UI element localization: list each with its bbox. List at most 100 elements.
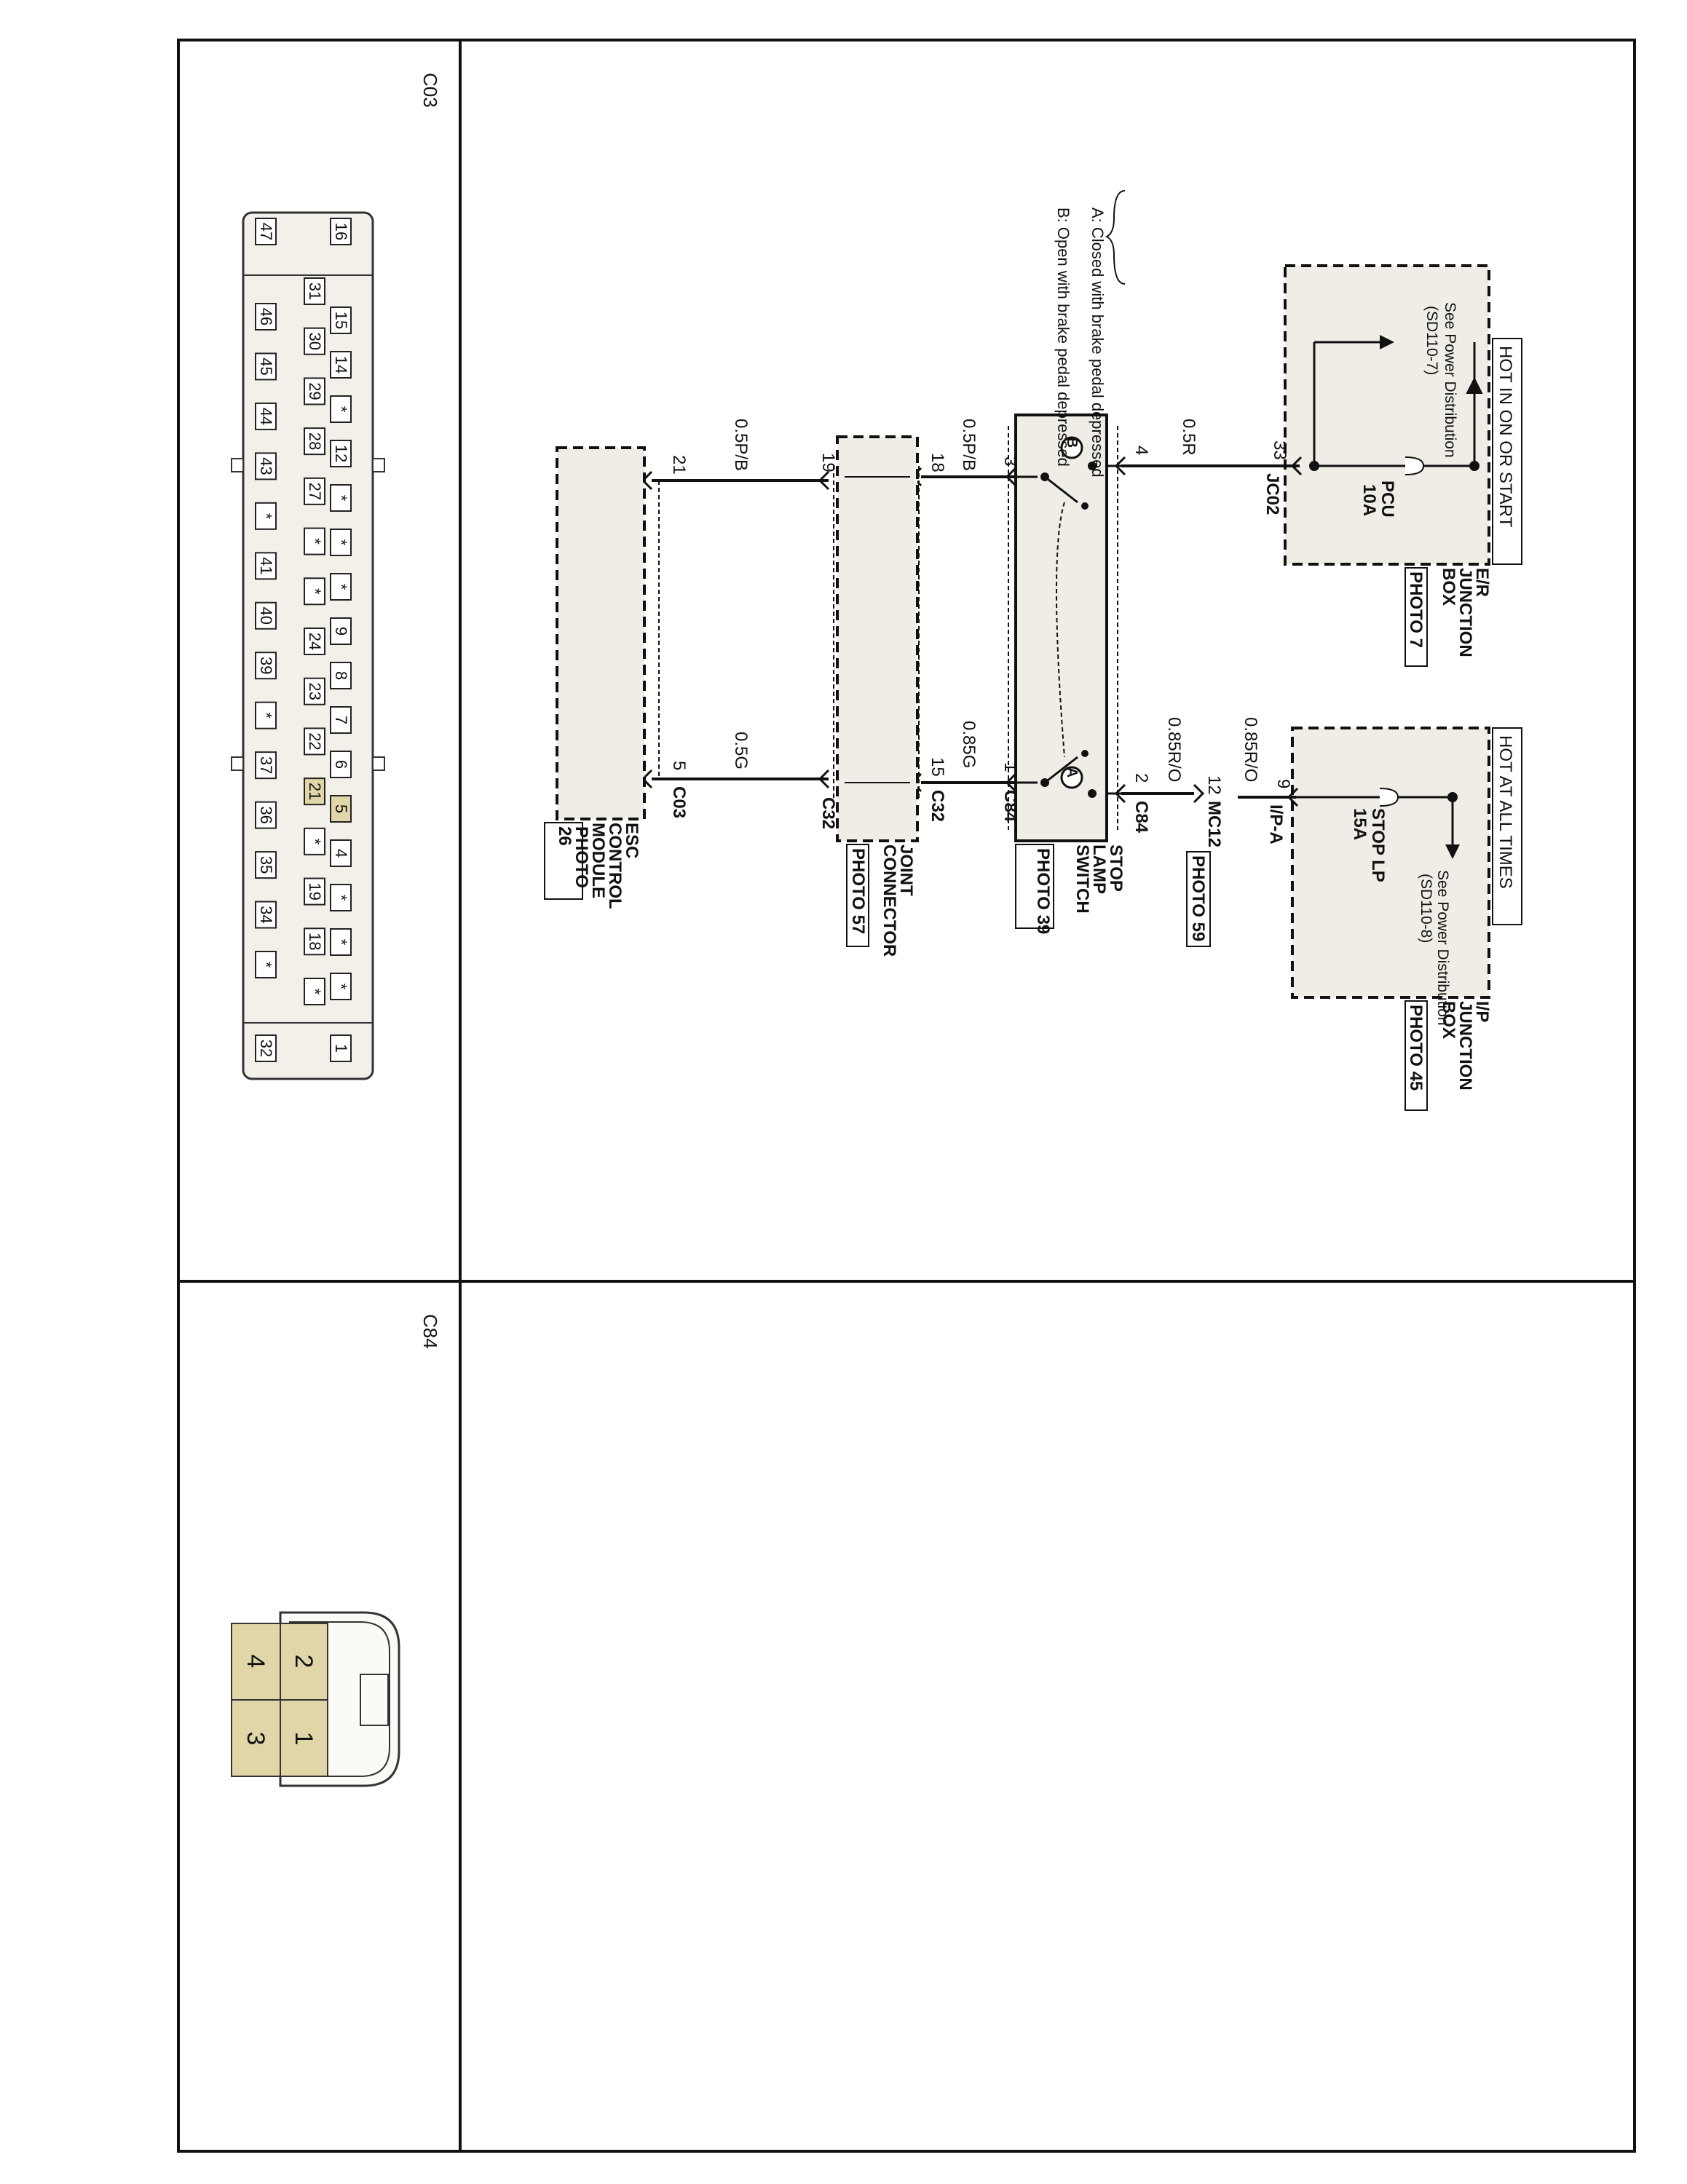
c03-pin-cell <box>330 839 352 867</box>
pin-21: 21 <box>669 455 689 475</box>
wire-right-branch <box>641 769 1299 807</box>
c03-pin-cell <box>255 1034 277 1062</box>
c03-pin-cell <box>304 477 325 505</box>
hot-all-times-label: HOT AT ALL TIMES <box>1496 735 1515 889</box>
c03-pin-label: 5 <box>332 804 350 813</box>
c03-pin-label: 34 <box>257 906 275 923</box>
c03-pin-label: 31 <box>306 282 324 300</box>
c03-pin-label: * <box>332 895 350 901</box>
c03-pin-cell <box>304 327 325 355</box>
er-photo: PHOTO 7 <box>1406 571 1426 648</box>
c03-pin-cell <box>304 778 325 806</box>
pin-15: 15 <box>928 757 947 777</box>
esc-photo-1: PHOTO <box>572 826 591 888</box>
c03-pin-label: 23 <box>306 682 324 700</box>
c03-pin-cell <box>330 973 352 1000</box>
c03-pin-label: * <box>332 539 350 546</box>
er-fuse-amp: 10A <box>1359 484 1379 516</box>
c03-pin-label: 15 <box>332 312 350 329</box>
c03-pin-label: 28 <box>306 432 324 450</box>
c03-pin-cell <box>330 662 352 689</box>
c03-pin-cell <box>330 706 352 734</box>
c03-pin-label: 16 <box>332 223 350 240</box>
c84-pin-1-cell <box>280 1699 328 1777</box>
c03-pin-cell <box>304 727 325 756</box>
ip-junction-box: HOT AT ALL TIMES See Power Distribution … <box>1291 727 1522 1111</box>
outer-frame <box>177 39 1636 2153</box>
ip-fuse-amp: 15A <box>1350 808 1370 840</box>
c03-pin-cell <box>304 978 325 1005</box>
c84-pin-3-cell <box>231 1699 281 1777</box>
svg-text:A: A <box>1064 767 1080 778</box>
switch-name-3: SWITCH <box>1072 844 1092 914</box>
c03-pin-label: 45 <box>257 357 275 375</box>
c03-pin-cell <box>255 751 277 780</box>
c03-pin-label: * <box>306 989 324 995</box>
c03-pin-label: * <box>332 584 350 590</box>
c03-pin-cell <box>255 701 277 729</box>
c03-pin-label: 8 <box>332 671 350 680</box>
c03-pin-label: 6 <box>332 760 350 769</box>
c03-pin-cell <box>330 440 352 467</box>
c03-pin-label: 40 <box>257 607 275 625</box>
c84-pin-4: 4 <box>242 1655 269 1669</box>
pin-4: 4 <box>1131 446 1151 455</box>
c03-pin-cell <box>255 452 277 480</box>
pin-5: 5 <box>669 761 689 770</box>
pin-19: 19 <box>818 453 838 472</box>
pin-2: 2 <box>1131 773 1151 783</box>
esc-control-module: ESC CONTROL MODULE PHOTO 26 <box>544 446 660 909</box>
conn-c32-b: C32 <box>818 797 838 829</box>
c03-pin-cell <box>255 303 277 331</box>
c03-pin-cell <box>330 351 352 379</box>
c03-pin-label: 1 <box>332 1044 350 1053</box>
c84-pin-3: 3 <box>242 1732 269 1746</box>
esc-name-1: ESC <box>622 823 641 858</box>
c03-pin-label: 18 <box>306 933 324 950</box>
ip-name-1: I/P <box>1472 1001 1492 1022</box>
c03-pin-label: 47 <box>257 223 275 240</box>
er-ref-label: (SD110-7) <box>1423 306 1440 375</box>
joint-name-1: JOINT <box>896 844 916 896</box>
c03-pin-cell <box>304 427 325 456</box>
c03-pin-label: * <box>257 513 275 520</box>
c03-pin-label: 12 <box>332 445 350 462</box>
hot-on-start-label: HOT IN ON OR START <box>1496 346 1515 528</box>
conn-ipa: I/P-A <box>1266 804 1286 844</box>
er-fuse-label: PCU <box>1378 480 1397 518</box>
ip-name-2: JUNCTION <box>1455 1001 1475 1091</box>
c03-pin-label: 30 <box>306 332 324 349</box>
c03-pin-cell <box>255 402 277 430</box>
wire-05r: 0.5R <box>1179 419 1198 456</box>
wire-085ro-b: 0.85R/O <box>1164 717 1184 782</box>
wire-05pb-a: 0.5P/B <box>959 419 979 471</box>
svg-text:B: B <box>1064 438 1080 448</box>
c03-pin-label: * <box>257 962 275 968</box>
c03-pin-cell <box>255 552 277 580</box>
c03-pin-cell <box>330 795 352 823</box>
er-name-2: JUNCTION <box>1455 568 1475 657</box>
c03-pin-label: 43 <box>257 457 275 475</box>
c03-pin-cell <box>304 527 325 555</box>
c03-pin-label: 19 <box>306 882 324 900</box>
c03-pin-cell <box>330 484 352 512</box>
c03-pin-cell <box>255 851 277 879</box>
c03-pin-cell <box>330 928 352 956</box>
pin-9: 9 <box>1273 779 1293 788</box>
joint-photo: PHOTO 57 <box>848 848 868 934</box>
c03-pin-cell <box>304 677 325 705</box>
c03-pin-cell <box>255 601 277 630</box>
c03-pin-cell <box>255 901 277 929</box>
c84-pin-2: 2 <box>290 1655 317 1669</box>
c03-pin-cell <box>330 617 352 645</box>
c03-pin-label: 37 <box>257 756 275 774</box>
c84-title: C84 <box>419 1314 441 1349</box>
c03-pin-label: 21 <box>306 783 324 800</box>
c03-pin-cell <box>304 377 325 405</box>
conn-jc02: JC02 <box>1263 473 1282 515</box>
switch-name-2: LAMP <box>1089 844 1109 894</box>
conn-c84-b: C84 <box>1000 790 1020 823</box>
ip-photo: PHOTO 45 <box>1406 1005 1426 1091</box>
